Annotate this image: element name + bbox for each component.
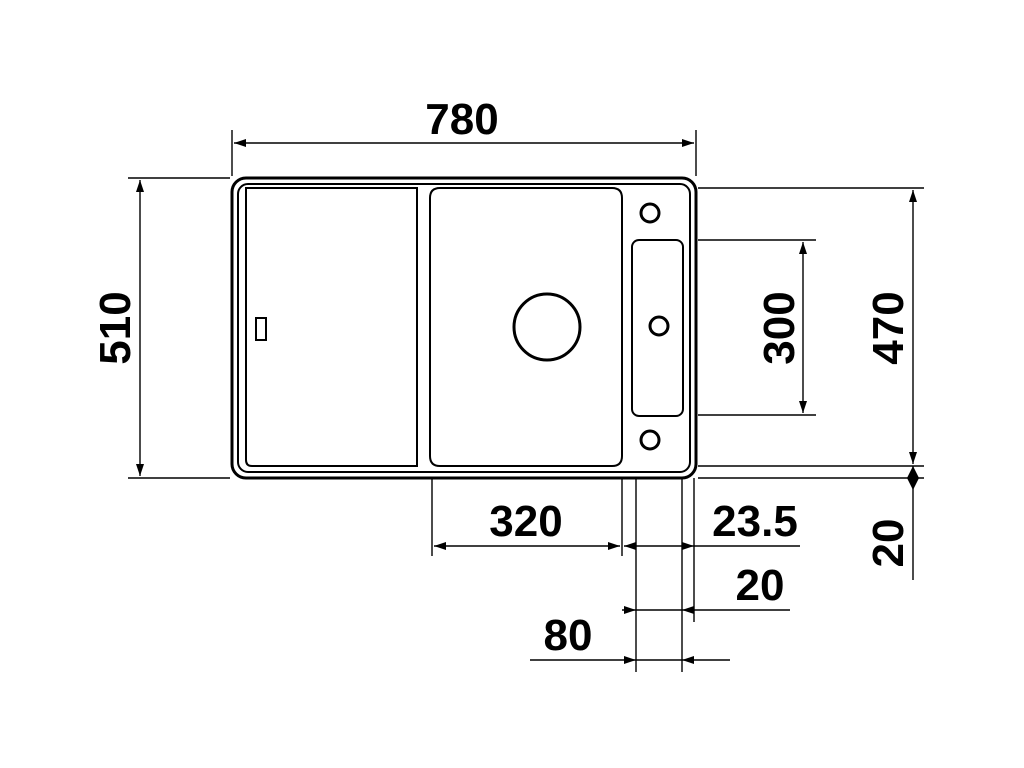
dimension-overall-depth: 510 xyxy=(91,177,230,479)
label-tap-ledge-width: 80 xyxy=(544,611,593,660)
sink-outer-rim xyxy=(230,176,698,480)
tap-ledge xyxy=(631,202,684,451)
label-rim-height: 20 xyxy=(864,519,913,568)
tap-hole-top xyxy=(639,202,661,224)
drainboard-outline xyxy=(245,187,418,467)
sink-outline xyxy=(230,176,698,480)
dimension-strainer-recess: 300 xyxy=(698,239,816,416)
label-bowl-height: 470 xyxy=(864,291,913,364)
main-bowl xyxy=(429,187,623,467)
label-overall-width: 780 xyxy=(425,95,498,144)
label-drain-spacing: 20 xyxy=(736,561,785,610)
drain-hole xyxy=(512,292,582,362)
label-overall-depth: 510 xyxy=(91,291,140,364)
tap-hole-bottom xyxy=(639,429,661,451)
sink-inner-rim xyxy=(237,183,691,473)
bowl-outline xyxy=(429,187,623,467)
dimension-tap-ledge-width: 80 xyxy=(530,611,730,664)
drainboard xyxy=(245,187,418,467)
dimension-drain-spacing: 20 xyxy=(622,561,790,614)
dimension-right-offset: 23.5 xyxy=(624,497,800,550)
tap-hole-middle xyxy=(648,315,670,337)
dimension-bowl-height: 470 xyxy=(698,187,924,467)
dimension-rim-height: 20 xyxy=(698,466,924,580)
overflow-slot xyxy=(255,317,267,341)
label-strainer-recess: 300 xyxy=(755,291,804,364)
dimension-bowl-width: 320 xyxy=(434,497,620,550)
dimension-overall-width: 780 xyxy=(231,95,697,176)
label-right-offset: 23.5 xyxy=(712,497,798,546)
strainer-recess xyxy=(631,239,684,417)
label-bowl-width: 320 xyxy=(489,497,562,546)
lower-extension-lines xyxy=(431,478,695,672)
